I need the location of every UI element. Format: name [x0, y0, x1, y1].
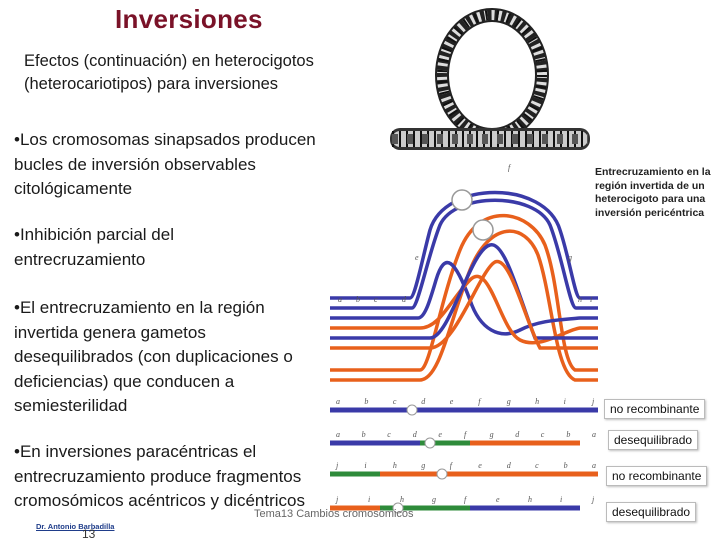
- bullet-inversion-loops: •Los cromosomas sinapsados producen bucl…: [14, 130, 316, 198]
- gamete-4-gene-8: i: [560, 495, 562, 504]
- gamete-2-gene-3: c: [387, 430, 391, 439]
- gamete-2-gene-1: a: [336, 430, 340, 439]
- gamete-4-gene-3: h: [400, 495, 404, 504]
- gene-label-a: a: [338, 295, 342, 304]
- gamete-2-gene-5: e: [438, 430, 442, 439]
- gamete-4-gene-1: j: [335, 495, 339, 504]
- gamete-1-gene-3: c: [393, 397, 397, 406]
- gamete-2-gene-2: b: [362, 430, 366, 439]
- gamete-2: [330, 437, 580, 449]
- slide-title: Inversiones: [115, 4, 263, 34]
- gene-label-i: i: [590, 295, 592, 304]
- gamete-3-gene-8: c: [535, 461, 539, 470]
- gamete-3-gene-10: a: [592, 461, 596, 470]
- gamete-2-gene-10: b: [566, 430, 570, 439]
- gamete-4-gene-2: i: [368, 495, 370, 504]
- result-tag-4: desequilibrado: [606, 502, 697, 522]
- gamete-1-gene-5: e: [450, 397, 454, 406]
- result-tag-2: desequilibrado: [608, 430, 699, 450]
- gamete-2-gene-11: a: [592, 430, 596, 439]
- gamete-1-gene-9: i: [564, 397, 566, 406]
- gene-label-g: g: [568, 253, 572, 262]
- gamete-3: [330, 468, 598, 480]
- gamete-3-gene-3: h: [393, 461, 397, 470]
- slide-subtitle: Efectos (continuación) en heterocigotos …: [24, 52, 314, 93]
- centromere: [392, 502, 404, 514]
- bullet-crossover-inhibition: •Inhibición parcial del entrecruzamiento: [14, 225, 174, 269]
- author-name: Dr. Antonio Barbadilla: [36, 522, 115, 531]
- gene-label-h: h: [578, 295, 582, 304]
- gamete-4-gene-7: h: [528, 495, 532, 504]
- centromere: [436, 468, 448, 480]
- gamete-2-gene-4: d: [413, 430, 418, 439]
- gamete-3-gene-7: d: [507, 461, 512, 470]
- gamete-1-gene-1: a: [336, 397, 340, 406]
- result-tag-3: no recombinante: [606, 466, 708, 486]
- gamete-3-gene-4: g: [421, 461, 425, 470]
- gene-label-d: d: [402, 295, 407, 304]
- centromere: [406, 404, 418, 416]
- gamete-1-gene-4: d: [421, 397, 426, 406]
- gamete-1-gene-7: g: [507, 397, 511, 406]
- gamete-4-gene-5: f: [464, 495, 468, 504]
- gamete-1-gene-2: b: [364, 397, 368, 406]
- synapsis-loop: [330, 190, 598, 382]
- gene-label-f: f: [508, 163, 512, 172]
- gene-label-b: b: [356, 295, 360, 304]
- gamete-3-gene-6: e: [478, 461, 482, 470]
- gamete-3-gene-1: j: [335, 461, 339, 470]
- centromere: [424, 437, 436, 449]
- figure-caption: Entrecruzamiento en la región invertida …: [595, 166, 711, 219]
- gamete-1-gene-10: j: [591, 397, 595, 406]
- gamete-4-gene-6: e: [496, 495, 500, 504]
- gamete-3-gene-9: b: [564, 461, 568, 470]
- gamete-2-gene-6: f: [464, 430, 468, 439]
- gamete-3-gene-5: f: [450, 461, 454, 470]
- page-number: 13: [82, 527, 96, 540]
- centromere-orange: [472, 219, 494, 241]
- bullet-paracentric-fragments: •En inversiones paracéntricas el entrecr…: [14, 442, 305, 510]
- gamete-1-gene-8: h: [535, 397, 539, 406]
- gamete-1: [330, 404, 598, 416]
- gamete-2-gene-9: c: [541, 430, 545, 439]
- chromosome-loop-image: [390, 8, 590, 150]
- centromere-blue: [451, 189, 473, 211]
- gamete-3-gene-2: i: [364, 461, 366, 470]
- footer-text: Tema13 Cambios cromosómicos: [254, 508, 414, 520]
- result-tag-1: no recombinante: [604, 399, 706, 419]
- gamete-4: [330, 502, 580, 514]
- gamete-2-gene-7: g: [490, 430, 494, 439]
- gene-label-c: c: [374, 295, 378, 304]
- gene-label-e: e: [415, 253, 419, 262]
- bullet-unbalanced-gametes: •El entrecruzamiento en la región invert…: [14, 298, 293, 415]
- gamete-1-gene-6: f: [478, 397, 482, 406]
- gamete-4-gene-9: j: [591, 495, 595, 504]
- gamete-4-gene-4: g: [432, 495, 436, 504]
- gamete-2-gene-8: d: [515, 430, 520, 439]
